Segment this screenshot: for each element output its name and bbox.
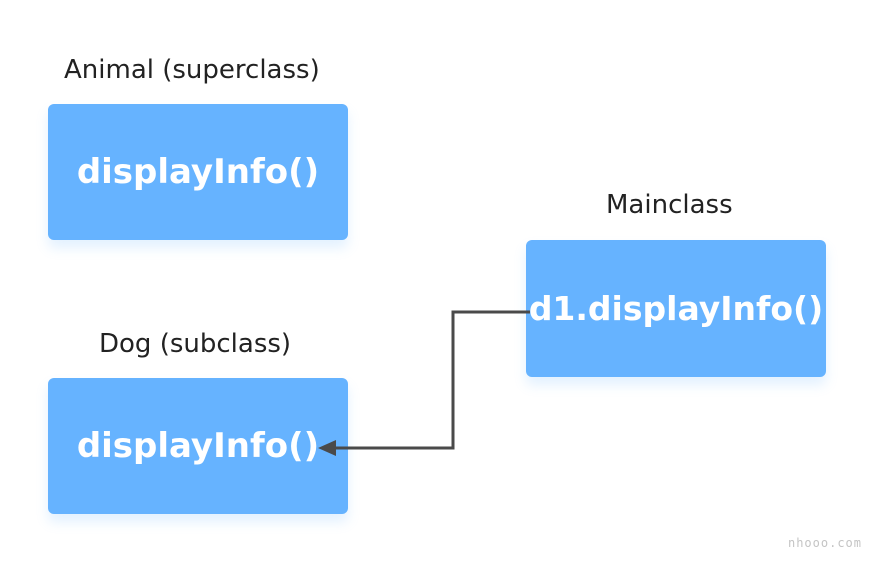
dog-subclass-label: Dog (subclass) <box>99 329 292 359</box>
dog-method-text: displayInfo() <box>76 426 320 466</box>
dog-method-box: displayInfo() <box>48 378 348 514</box>
animal-method-text: displayInfo() <box>76 152 320 192</box>
call-arrow-head <box>318 440 336 456</box>
mainclass-call-box: d1.displayInfo() <box>526 240 826 377</box>
animal-method-box: displayInfo() <box>48 104 348 240</box>
animal-superclass-label: Animal (superclass) <box>64 55 320 85</box>
watermark: nhooo.com <box>787 536 862 550</box>
mainclass-call-text: d1.displayInfo() <box>528 289 824 328</box>
mainclass-label: Mainclass <box>606 190 733 220</box>
call-arrow-line <box>336 310 530 450</box>
